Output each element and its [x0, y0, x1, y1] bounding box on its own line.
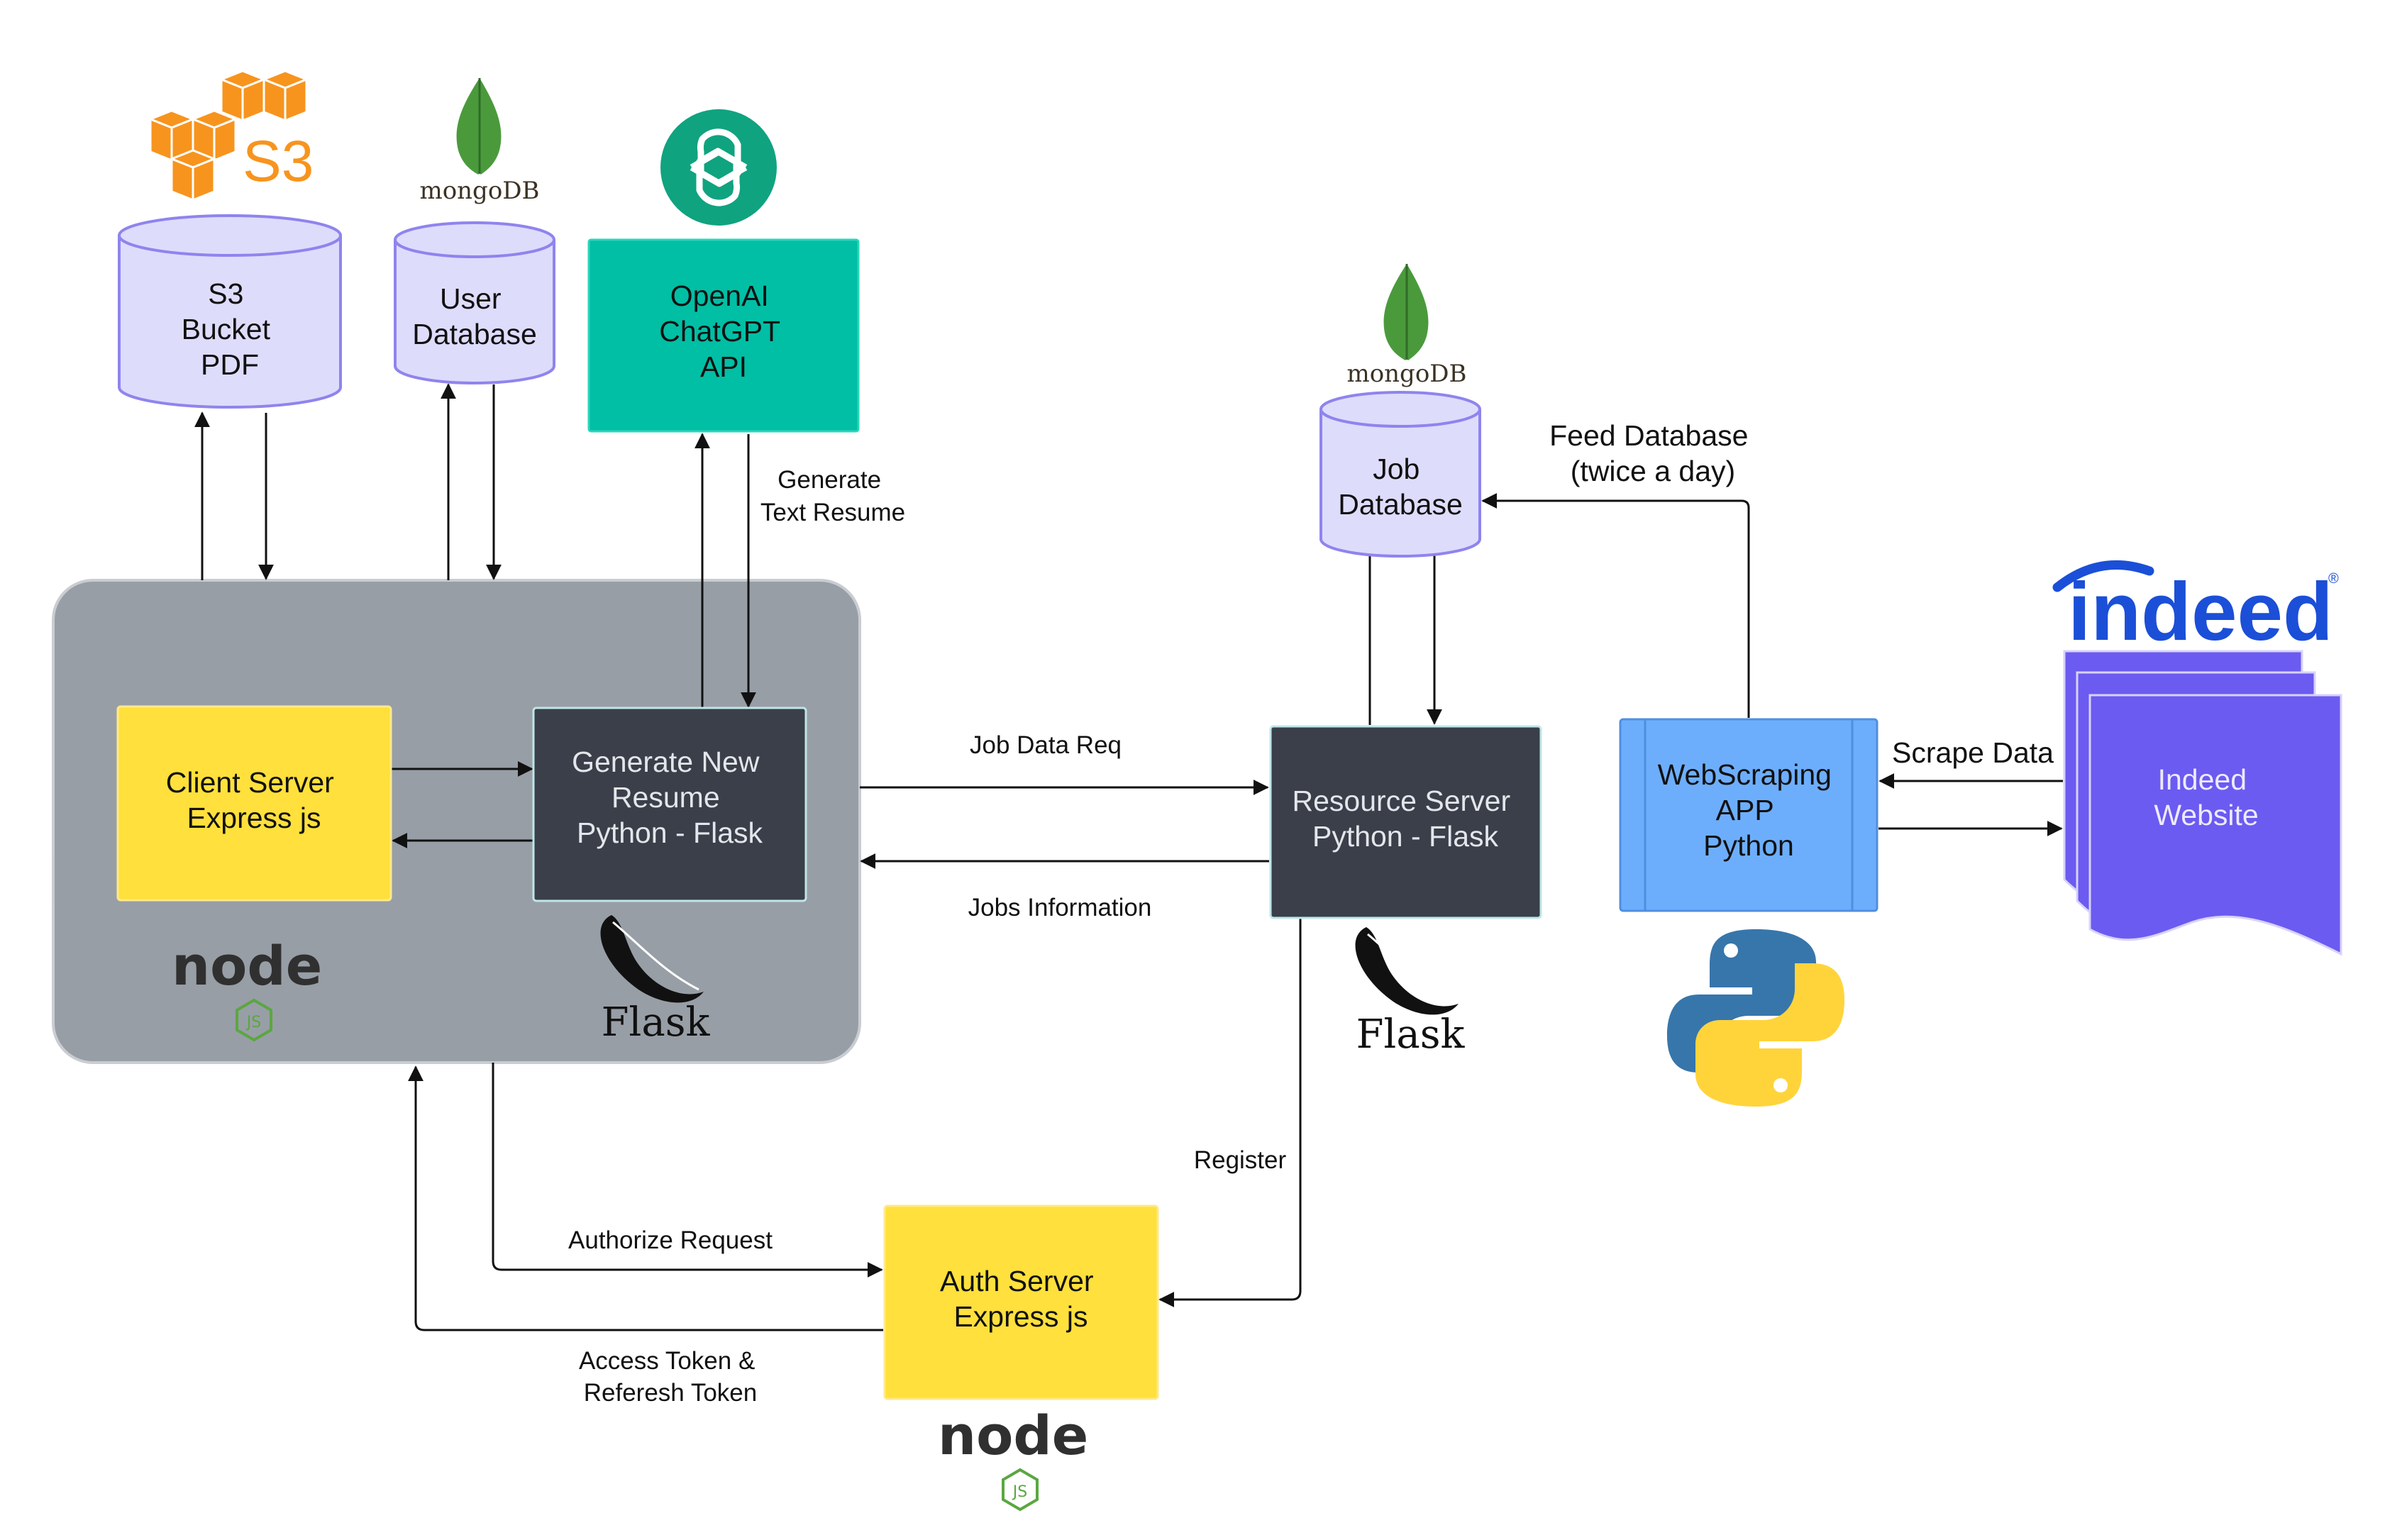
svg-text:®: ®: [2328, 571, 2339, 587]
s3-bucket-cylinder: S3 Bucket PDF: [118, 214, 342, 409]
mongodb-logo-text: mongoDB: [419, 177, 539, 205]
edge-label-access-token: Access Token & Referesh Token: [579, 1347, 762, 1407]
aws-s3-icon: S3: [147, 70, 314, 202]
edge-feed-database: [1481, 493, 1750, 718]
flask-logo-text: Flask: [602, 999, 711, 1046]
python-logo-icon: [1667, 929, 1844, 1107]
mongodb-job-icon: mongoDB: [1346, 264, 1467, 388]
edge-label-generate-text-resume: Generate Text Resume: [760, 466, 905, 526]
resource-server-box: Resource Server Python - Flask: [1269, 725, 1542, 919]
generate-resume-label: Generate New Resume Python - Flask: [572, 746, 768, 849]
indeed-website-label: Indeed Website: [2154, 763, 2258, 831]
s3-bucket-label: S3 Bucket PDF: [182, 277, 279, 381]
openai-box: OpenAI ChatGPT API: [587, 238, 860, 433]
flask-resource-logo-text: Flask: [1356, 1012, 1466, 1058]
generate-resume-box: Generate New Resume Python - Flask: [532, 707, 807, 902]
user-database-label: User Database: [412, 282, 537, 350]
nodejs-logo-text: node: [172, 934, 322, 997]
mongodb-icon: mongoDB: [419, 78, 540, 205]
edge-label-feed-database: Feed Database (twice a day): [1549, 419, 1756, 487]
webscraping-label: WebScraping APP Python: [1658, 758, 1840, 862]
user-database-cylinder: User Database: [394, 221, 555, 384]
edge-label-scrape-data: Scrape Data: [1892, 736, 2054, 769]
edge-authorize-request: [492, 1063, 883, 1278]
edge-register: [1158, 919, 1302, 1307]
mongodb-job-logo-text: mongoDB: [1346, 360, 1466, 388]
nodejs-logo-icon: node JS: [172, 934, 322, 1042]
edge-label-register: Register: [1194, 1146, 1287, 1174]
webscraping-box: WebScraping APP Python: [1619, 718, 1878, 912]
auth-server-box: Auth Server Express js: [883, 1204, 1159, 1400]
flask-resource-logo-icon: Flask: [1355, 927, 1466, 1058]
nodejs-auth-logo-text: node: [938, 1404, 1088, 1467]
nodejs-auth-badge-text: JS: [1012, 1483, 1027, 1501]
openai-label: OpenAI ChatGPT API: [659, 279, 788, 383]
job-database-label: Job Database: [1338, 453, 1463, 521]
client-container: [52, 579, 861, 1064]
edge-label-job-data-req: Job Data Req: [970, 731, 1122, 759]
nodejs-auth-logo-icon: node JS: [938, 1404, 1088, 1512]
nodejs-badge-text: JS: [245, 1014, 261, 1031]
openai-logo-icon: [660, 109, 777, 226]
client-server-label: Client Server Express js: [166, 766, 342, 834]
flask-logo-icon: Flask: [600, 915, 711, 1046]
edge-access-token: [408, 1065, 883, 1331]
client-server-box: Client Server Express js: [116, 705, 392, 902]
indeed-logo-text: indeed: [2068, 565, 2333, 658]
edge-label-jobs-information: Jobs Information: [968, 894, 1152, 921]
indeed-website-docs: Indeed Website: [2063, 650, 2342, 956]
aws-s3-logo-text: S3: [243, 129, 314, 194]
edge-label-authorize-request: Authorize Request: [568, 1226, 773, 1254]
resource-server-label: Resource Server Python - Flask: [1292, 785, 1518, 853]
job-database-cylinder: Job Database: [1319, 391, 1481, 558]
auth-server-label: Auth Server Express js: [940, 1265, 1102, 1333]
indeed-logo-icon: indeed ®: [2052, 560, 2339, 658]
connectors: [194, 383, 2063, 1331]
